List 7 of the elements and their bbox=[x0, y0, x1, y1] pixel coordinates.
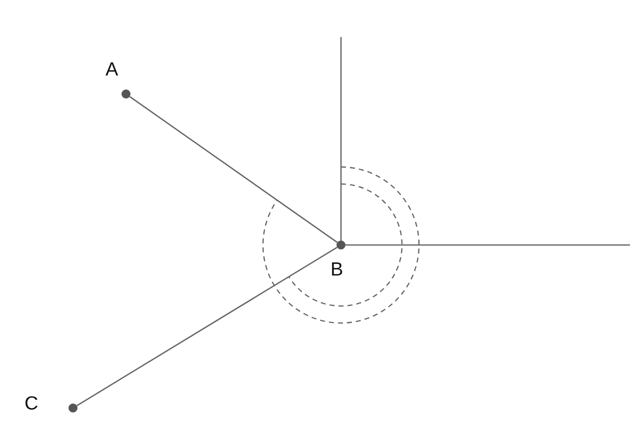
point-label: C bbox=[24, 394, 38, 414]
line-segment bbox=[76, 246, 338, 406]
point-label: B bbox=[330, 260, 344, 280]
ray-line bbox=[340, 37, 342, 240]
point-label: A bbox=[106, 60, 118, 80]
ray-line bbox=[346, 244, 630, 246]
line-segment bbox=[129, 96, 338, 243]
